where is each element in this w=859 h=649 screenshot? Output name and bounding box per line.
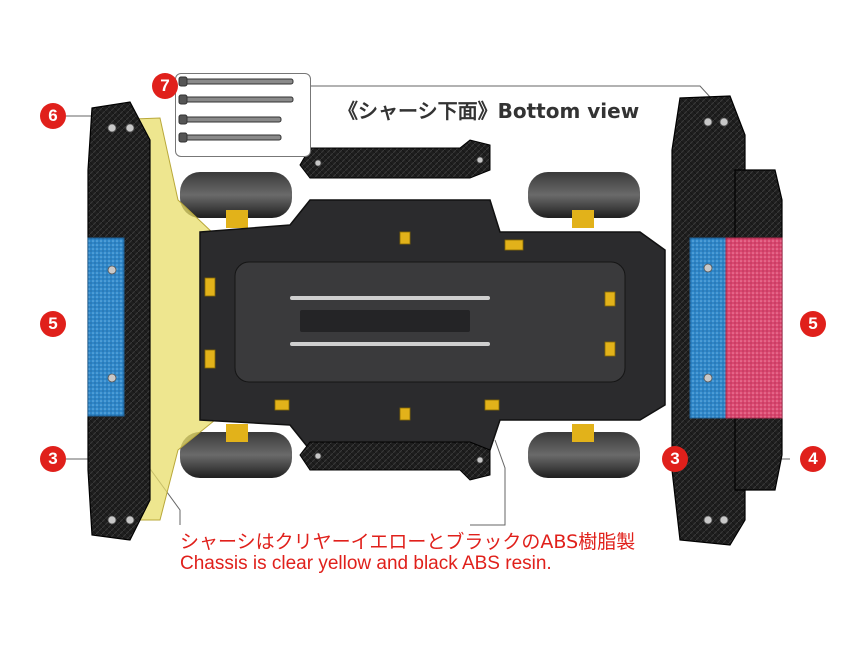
caption-japanese: シャーシはクリヤーイエローとブラックのABS樹脂製 bbox=[180, 531, 636, 553]
screws-inset bbox=[178, 76, 294, 143]
wheel-rear-right bbox=[528, 424, 640, 478]
wheel-front-right bbox=[528, 172, 640, 228]
callout-3-right: 3 bbox=[662, 446, 688, 472]
carbon-stay-bottom bbox=[299, 441, 491, 481]
callout-5-right: 5 bbox=[800, 311, 826, 337]
callout-5-left: 5 bbox=[40, 311, 66, 337]
callout-6: 6 bbox=[40, 103, 66, 129]
wheel-front-left bbox=[180, 172, 292, 228]
wheel-rear-left bbox=[180, 424, 292, 478]
carbon-stay-top bbox=[299, 139, 491, 179]
chassis-slots bbox=[290, 296, 490, 346]
yellow-bushings bbox=[204, 231, 616, 421]
screw-inset-box bbox=[175, 73, 311, 157]
view-title: 《シャーシ下面》Bottom view bbox=[338, 99, 640, 123]
caption-english: Chassis is clear yellow and black ABS re… bbox=[180, 553, 552, 574]
rivets bbox=[107, 117, 729, 525]
callout-3-left: 3 bbox=[40, 446, 66, 472]
blue-roller-left bbox=[87, 237, 125, 417]
pink-roller-right bbox=[725, 237, 783, 419]
callout-7: 7 bbox=[152, 73, 178, 99]
callout-4-right: 4 bbox=[800, 446, 826, 472]
